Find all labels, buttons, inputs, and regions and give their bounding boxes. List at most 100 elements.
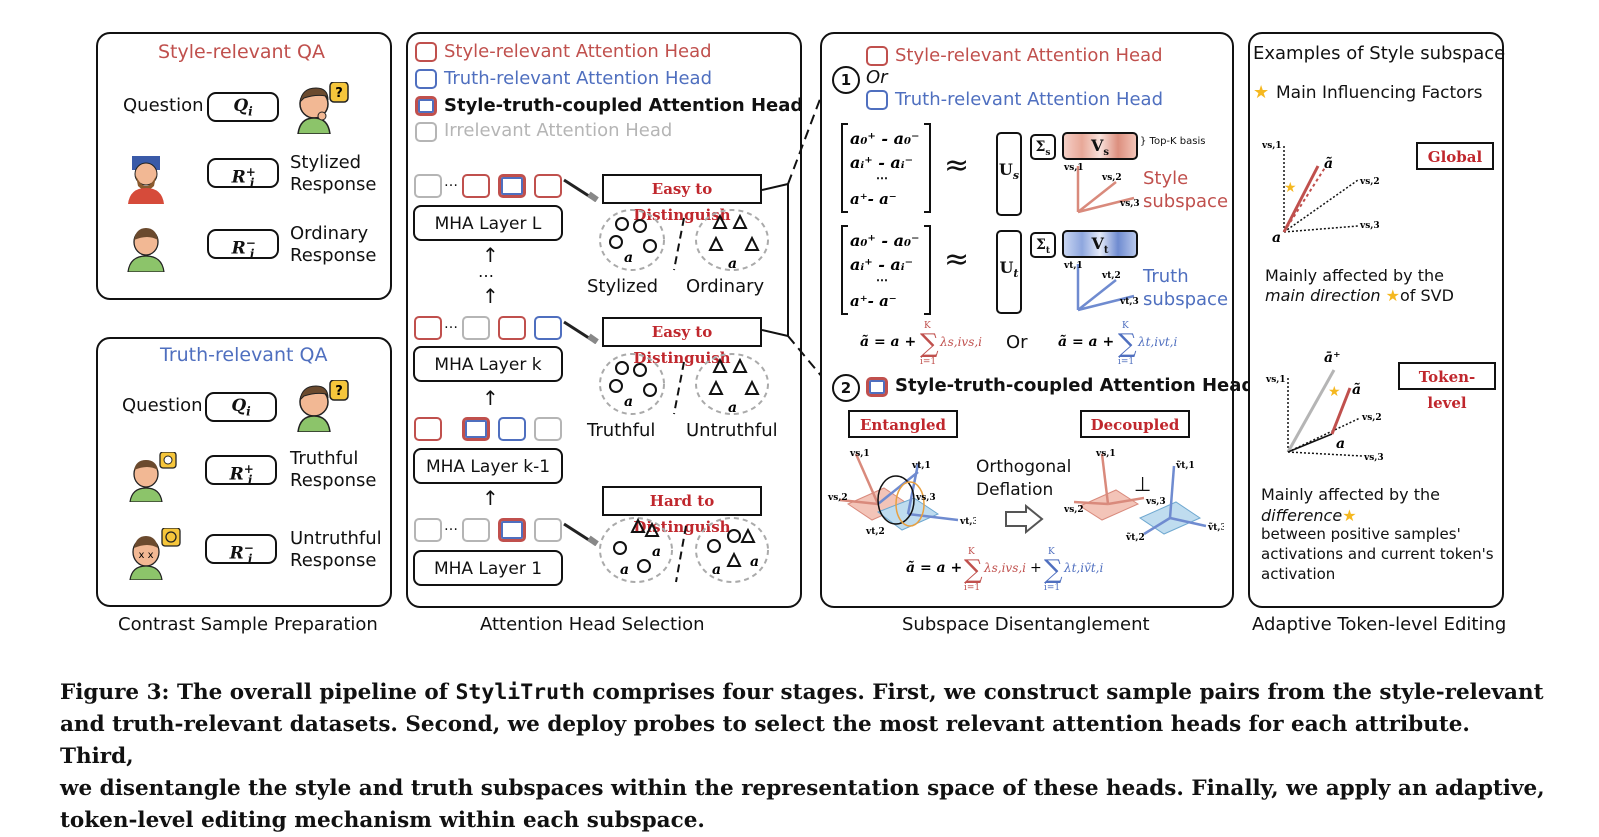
svg-text:a₀⁺ - a₀⁻: a₀⁺ - a₀⁻ [850,129,919,148]
ellipsis: … [444,174,458,190]
svg-text:vt,1: vt,1 [1063,261,1083,271]
svg-text:★: ★ [1284,180,1297,196]
attention-head [414,174,442,198]
step-1-badge: 1 [832,66,860,94]
figure-caption: Figure 3: The overall pipeline of StyliT… [60,680,1545,833]
u-s-matrix: Us [996,132,1022,216]
thinking-person-icon-2: ? [296,379,352,433]
coupled-head-swatch [866,377,888,397]
svg-text:a: a [652,544,661,560]
cluster-diagram-mixed: a a a a [596,512,776,584]
svg-text:a: a [750,554,759,570]
star-icon: ★ [1253,82,1270,103]
global-desc-line1: Mainly affected by the [1265,266,1444,285]
svg-text:?: ? [335,384,343,399]
confused-person-icon: x x [128,527,184,581]
or-mid-label: Or [1006,332,1028,353]
legend-irrelevant-swatch [415,122,437,142]
sigma-t-matrix: Σt [1030,232,1056,258]
svg-text:vs,3: vs,3 [1145,497,1166,507]
decoupled-label: Decoupled [1080,410,1190,438]
svg-text:λt,ivt,i: λt,ivt,i [1137,335,1177,349]
v-s-matrix: Vs [1062,132,1138,160]
svg-text:★: ★ [1328,384,1341,400]
cluster-diagram-truth: a a [596,348,776,418]
svg-text:λs,ivs,i: λs,ivs,i [939,335,982,349]
style-head-label: Style-relevant Attention Head [895,45,1163,66]
attention-head [498,417,526,441]
token-desc-line3: between positive samples' [1261,525,1461,543]
svg-text:vs,1: vs,1 [849,449,870,459]
svg-text:+: + [1030,560,1042,576]
style-subspace-examples-title: Examples of Style subspace [1253,43,1506,64]
svg-text:a: a [1336,436,1345,452]
token-level-label: Token-level [1398,362,1496,412]
attention-head [462,518,490,542]
svg-text:λs,ivs,i: λs,ivs,i [983,561,1026,575]
easy-to-distinguish-label-1: Easy to Distinguish [602,174,762,224]
token-desc-line1: Mainly affected by the [1261,485,1440,504]
query-bubble-1: Qi [207,92,279,122]
svg-text:ã = a +: ã = a + [860,333,916,350]
svg-text:ã: ã [1324,155,1333,172]
v-t-matrix: Vt [1062,230,1138,258]
svg-text:ã = a +: ã = a + [906,559,962,576]
svg-text:ã = a +: ã = a + [1058,333,1114,350]
cluster-diagram-style: a a [596,204,776,274]
svg-text:vs,1: vs,1 [1063,163,1084,173]
query-bubble-2: Qi [205,392,277,422]
svg-text:vs,2: vs,2 [1101,173,1122,183]
style-head-swatch [866,46,888,66]
attention-head [462,316,490,340]
arrow-up: ↑ [482,284,499,308]
attention-head [534,316,562,340]
attention-head [462,417,490,441]
thinking-person-icon-1: ? [296,81,352,135]
attention-head [534,518,562,542]
truth-edit-formula: ã = a + ∑ K i=1 λt,ivt,i [1056,318,1186,368]
q-sub: i [248,104,253,119]
svg-text:∑: ∑ [964,555,983,585]
r-plus: + [245,165,256,179]
token-desc-line4: activations and current token's [1261,545,1494,563]
legend-coupled-swatch [415,96,437,116]
attention-head [414,316,442,340]
svg-text:vs,3: vs,3 [1119,199,1140,209]
attention-head [498,518,526,542]
svg-text:∑: ∑ [1044,555,1063,585]
untruthful-response-bubble: R−i [205,534,277,566]
ordinary-response-bubble: R−i [207,229,279,261]
arrow-up: ↑ [482,386,499,410]
sigma-s-matrix: Σs [1030,134,1056,160]
easy-to-distinguish-label-2: Easy to Distinguish [602,317,762,367]
untruthful-cluster-label: Untruthful [686,420,778,441]
svg-text:vs,2: vs,2 [827,493,848,503]
svg-text:a: a [728,400,737,416]
svg-text:vs,2: vs,2 [1361,413,1382,423]
ordinary-person-icon [126,224,166,273]
stylized-cluster-label: Stylized [587,276,659,297]
global-label: Global [1416,142,1494,170]
svg-text:ã: ã [1352,381,1361,398]
svg-text:⋯: ⋯ [876,171,888,185]
ellipsis: … [444,518,458,534]
svg-text:vt,2: vt,2 [1101,271,1121,281]
style-subspace-axes: vs,1 vs,2 vs,3 [1062,160,1142,220]
question-label-1: Question [123,95,204,116]
truth-head-label: Truth-relevant Attention Head [895,89,1164,110]
question-label-2: Question [122,395,203,416]
u-t-matrix: Ut [996,230,1022,314]
svg-text:K: K [968,547,975,557]
style-qa-title: Style-relevant QA [158,41,326,63]
svg-text:ā⁺: ā⁺ [1324,350,1340,366]
mha-layer-k: MHA Layer k [413,346,563,382]
svg-text:i=1: i=1 [964,583,980,593]
svg-text:⋯: ⋯ [876,273,888,287]
svg-text:∑: ∑ [920,329,939,359]
perpendicular-symbol: ⊥ [1134,472,1152,496]
mha-layer-1: MHA Layer 1 [413,550,563,586]
or-label: Or [866,67,888,88]
